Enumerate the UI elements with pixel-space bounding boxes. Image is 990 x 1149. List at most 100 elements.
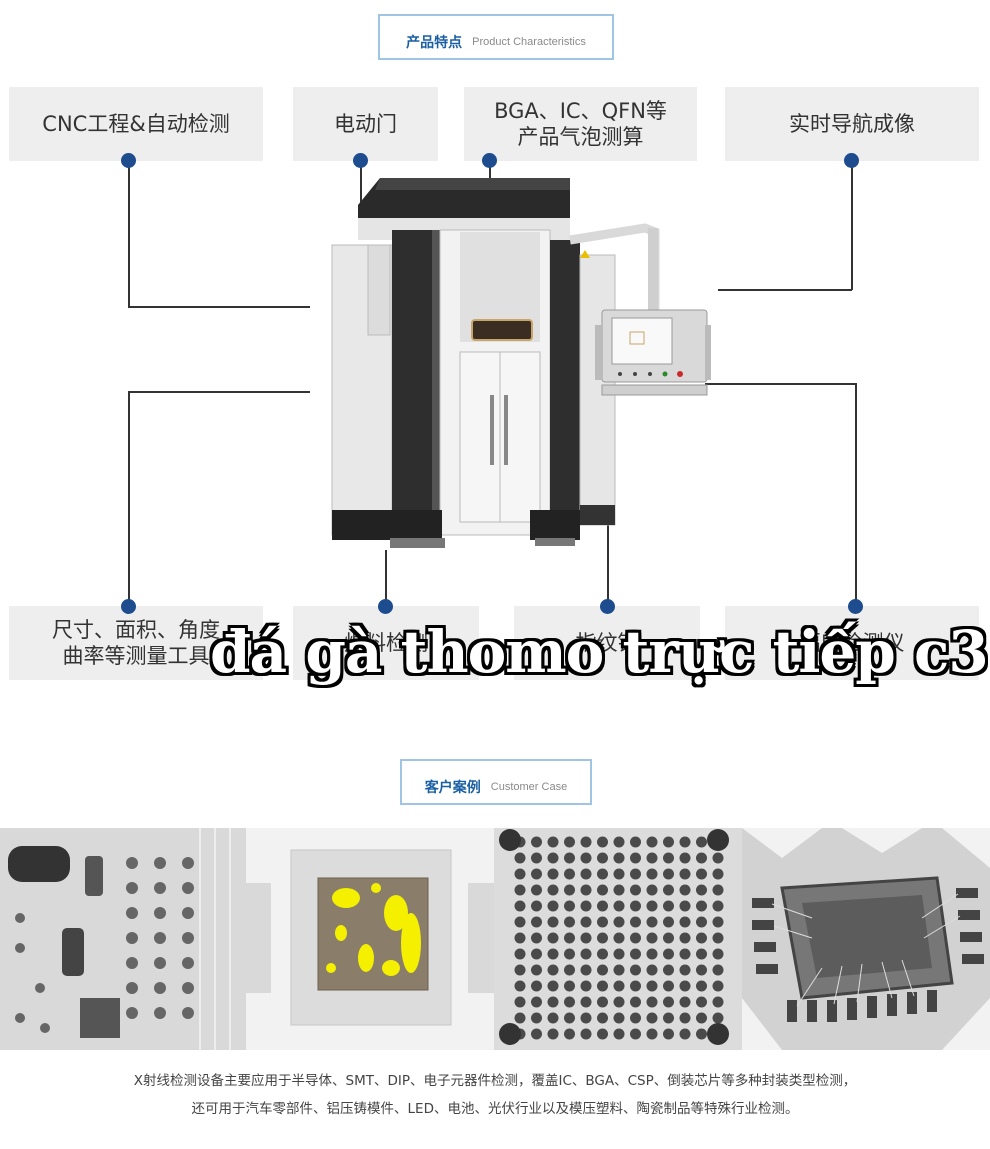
bga-ball: [712, 868, 724, 880]
bga-ball: [646, 964, 658, 976]
bga-ball: [663, 884, 674, 896]
bga-ball: [564, 836, 575, 848]
bga-ball: [630, 948, 641, 960]
connector-line: [607, 520, 609, 607]
bga-ball: [613, 948, 625, 960]
marker-dot: [121, 599, 136, 614]
bga-ball: [547, 948, 559, 960]
bga-ball: [597, 1012, 608, 1024]
bga-ball: [514, 996, 526, 1008]
section-title-en: Product Characteristics: [472, 36, 586, 48]
bga-ball: [712, 1012, 724, 1024]
bga-ball: [597, 932, 608, 944]
bga-ball: [630, 836, 641, 848]
bga-ball: [696, 980, 707, 992]
bga-ball: [646, 1028, 658, 1040]
bga-ball: [564, 884, 575, 896]
bga-ball: [580, 1012, 592, 1024]
bga-corner-pad: [707, 1023, 729, 1045]
marker-dot: [844, 153, 859, 168]
bga-ball: [613, 836, 625, 848]
bga-ball: [580, 1028, 592, 1040]
connector-line: [851, 160, 853, 290]
bga-corner-pad: [707, 829, 729, 851]
bga-ball: [613, 900, 625, 912]
bga-ball: [547, 932, 559, 944]
bga-ball: [696, 932, 707, 944]
bga-ball: [564, 868, 575, 880]
bga-ball: [531, 964, 542, 976]
marker-dot: [600, 599, 615, 614]
bga-ball: [531, 836, 542, 848]
connector-line: [489, 160, 491, 188]
bga-ball: [564, 1028, 575, 1040]
description-line-1: X射线检测设备主要应用于半导体、SMT、DIP、电子元器件检测，覆盖IC、BGA…: [133, 1073, 857, 1089]
bga-ball: [597, 1028, 608, 1040]
bga-ball: [564, 900, 575, 912]
connector-line: [718, 289, 852, 291]
bga-ball: [712, 980, 724, 992]
bga-ball: [679, 932, 691, 944]
bga-ball: [514, 964, 526, 976]
bga-ball: [531, 900, 542, 912]
bga-ball: [514, 852, 526, 864]
connector-line: [128, 391, 130, 607]
marker-dot: [482, 153, 497, 168]
bga-ball: [679, 964, 691, 976]
bga-ball: [679, 836, 691, 848]
bga-ball: [580, 948, 592, 960]
marker-dot: [378, 599, 393, 614]
section-title-cn: 产品特点: [406, 35, 463, 51]
bga-ball: [679, 852, 691, 864]
bga-ball: [630, 932, 641, 944]
bga-ball: [580, 884, 592, 896]
bga-ball: [679, 1028, 691, 1040]
bga-ball: [613, 932, 625, 944]
overlay-watermark-text: đá gà thomo trực tiếp c3: [210, 618, 989, 686]
bga-ball: [712, 916, 724, 928]
bga-ball: [712, 932, 724, 944]
bga-ball: [646, 948, 658, 960]
section-header-customer-case: 客户案例 Customer Case: [400, 759, 592, 805]
bga-ball: [613, 916, 625, 928]
bga-ball: [514, 932, 526, 944]
bga-ball: [597, 868, 608, 880]
bga-ball: [564, 1012, 575, 1024]
bga-ball: [696, 948, 707, 960]
bga-ball: [580, 996, 592, 1008]
bga-ball: [547, 852, 559, 864]
bga-ball: [597, 964, 608, 976]
bga-ball: [514, 948, 526, 960]
bga-ball: [646, 996, 658, 1008]
bga-ball: [630, 980, 641, 992]
bga-ball: [646, 852, 658, 864]
marker-dot: [121, 153, 136, 168]
bga-ball: [597, 916, 608, 928]
bga-ball: [564, 948, 575, 960]
bga-ball: [712, 948, 724, 960]
bga-ball: [547, 1028, 559, 1040]
bga-ball: [580, 868, 592, 880]
case-image-pcb: [0, 828, 246, 1050]
bga-ball: [663, 852, 674, 864]
bga-ball: [613, 852, 625, 864]
bga-ball: [663, 980, 674, 992]
bga-ball: [613, 980, 625, 992]
bga-ball: [613, 1028, 625, 1040]
marker-dot: [848, 599, 863, 614]
connector-line: [128, 391, 310, 393]
bga-ball: [613, 884, 625, 896]
bga-ball: [646, 884, 658, 896]
bga-ball: [696, 900, 707, 912]
bga-ball: [531, 980, 542, 992]
bga-ball: [679, 948, 691, 960]
feature-electric-door: 电动门: [293, 87, 438, 161]
bga-ball: [514, 916, 526, 928]
bga-ball: [531, 948, 542, 960]
bga-ball: [630, 884, 641, 896]
bga-ball: [580, 836, 592, 848]
bga-ball: [514, 1012, 526, 1024]
bga-ball: [712, 884, 724, 896]
bga-ball: [613, 868, 625, 880]
bga-ball: [679, 884, 691, 896]
